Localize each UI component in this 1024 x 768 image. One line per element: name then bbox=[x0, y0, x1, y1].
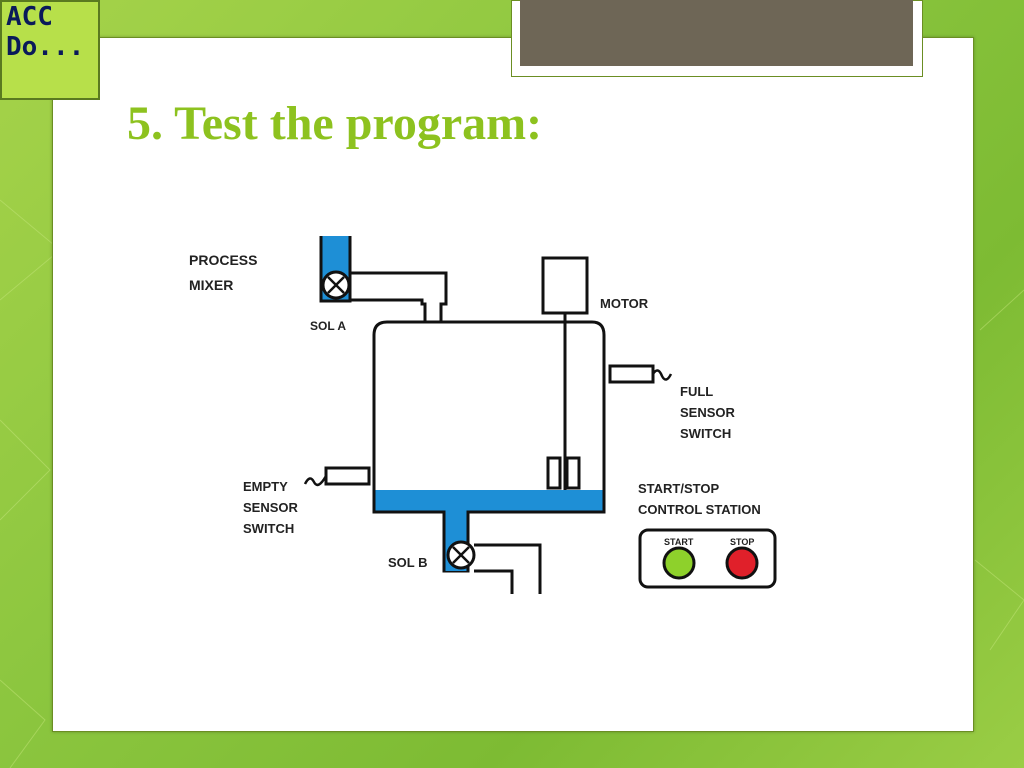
label-mixer: MIXER bbox=[189, 277, 233, 293]
label-process: PROCESS bbox=[189, 252, 257, 268]
logo-line-1: ACC bbox=[6, 2, 53, 32]
mixer-paddle-left bbox=[546, 456, 562, 490]
full-sensor-icon bbox=[608, 364, 655, 384]
label-full: FULL bbox=[680, 384, 713, 399]
tank-liquid bbox=[375, 490, 603, 511]
page-title: 5. Test the program: bbox=[127, 97, 543, 150]
label-empty: EMPTY bbox=[243, 479, 288, 494]
label-full-switch: SWITCH bbox=[680, 426, 731, 441]
label-sol-b: SOL B bbox=[388, 555, 428, 570]
logo: ACC Do... bbox=[0, 0, 100, 100]
stop-button-label: STOP bbox=[730, 537, 754, 547]
mixer-paddle-right bbox=[565, 456, 581, 490]
empty-sensor-icon bbox=[324, 466, 371, 486]
inlet-pipe bbox=[319, 236, 352, 303]
label-motor: MOTOR bbox=[600, 296, 649, 311]
title-bar bbox=[520, 0, 913, 66]
label-sol-a: SOL A bbox=[310, 319, 346, 333]
start-button[interactable] bbox=[662, 546, 696, 580]
label-control-station: CONTROL STATION bbox=[638, 502, 761, 517]
motor-icon bbox=[541, 256, 589, 315]
start-button-label: START bbox=[664, 537, 694, 547]
tank bbox=[372, 320, 606, 573]
outlet-pipe bbox=[474, 543, 542, 594]
logo-line-2: Do... bbox=[6, 32, 85, 62]
label-empty-sensor: SENSOR bbox=[243, 500, 299, 515]
label-empty-switch: SWITCH bbox=[243, 521, 294, 536]
label-start-stop: START/STOP bbox=[638, 481, 719, 496]
label-full-sensor: SENSOR bbox=[680, 405, 736, 420]
stop-button[interactable] bbox=[725, 546, 759, 580]
